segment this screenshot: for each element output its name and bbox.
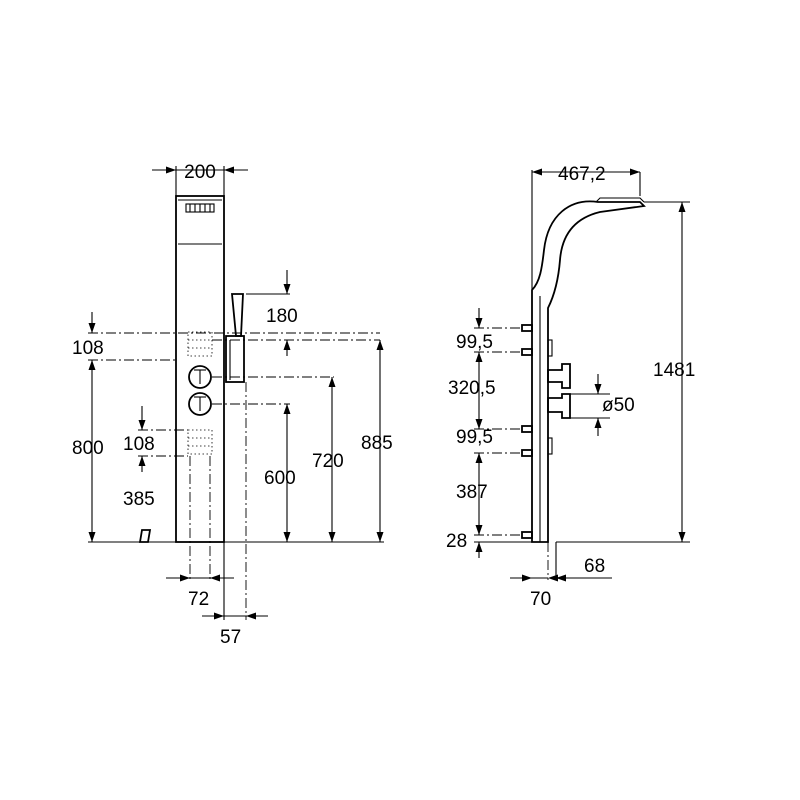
hand-shower-holder	[225, 335, 245, 383]
dim-base-offset: 28	[446, 531, 467, 552]
dim-bottom-height: 385	[123, 489, 155, 510]
dim-upper-jets: 108	[72, 338, 104, 359]
dim-total-height: 885	[361, 433, 393, 454]
dim-upper-control: 720	[312, 451, 344, 472]
lower-control-knob	[188, 392, 212, 416]
side-rain-head	[595, 197, 645, 203]
front-view: 200 180 108 108 800 385 600 720 885 72 5…	[72, 162, 393, 648]
dim-jets-height: 800	[72, 438, 104, 459]
lower-jets	[187, 429, 213, 455]
dim-top-inlet: 99,5	[456, 332, 493, 353]
dim-lower-jets: 108	[123, 434, 155, 455]
dim-wall-offset: 68	[584, 556, 605, 577]
side-upper-knob	[547, 363, 571, 389]
upper-jets	[187, 331, 213, 357]
dim-projection: 467,2	[558, 164, 606, 185]
hand-shower	[231, 293, 244, 337]
side-view: 467,2 1481 99,5 320,5 99,5 387 28 ø50 70…	[446, 164, 695, 610]
side-panel-profile	[531, 200, 646, 543]
dim-knob-diameter: ø50	[602, 395, 635, 416]
dim-lower-inlet: 99,5	[456, 427, 493, 448]
dim-mid-spacing: 320,5	[448, 378, 496, 399]
dim-depth: 70	[530, 589, 551, 610]
dim-overall-height: 1481	[653, 360, 695, 381]
dim-side-offset: 57	[220, 627, 241, 648]
upper-control-knob	[188, 365, 212, 389]
front-panel	[175, 195, 225, 543]
dim-width: 200	[184, 162, 216, 183]
dim-lower-control: 600	[264, 468, 296, 489]
side-lower-knob	[547, 393, 571, 419]
bottom-outlet	[138, 529, 152, 543]
dim-hand-shower: 180	[266, 306, 298, 327]
dim-jet-width: 72	[188, 589, 209, 610]
dim-lower-gap: 387	[456, 482, 488, 503]
